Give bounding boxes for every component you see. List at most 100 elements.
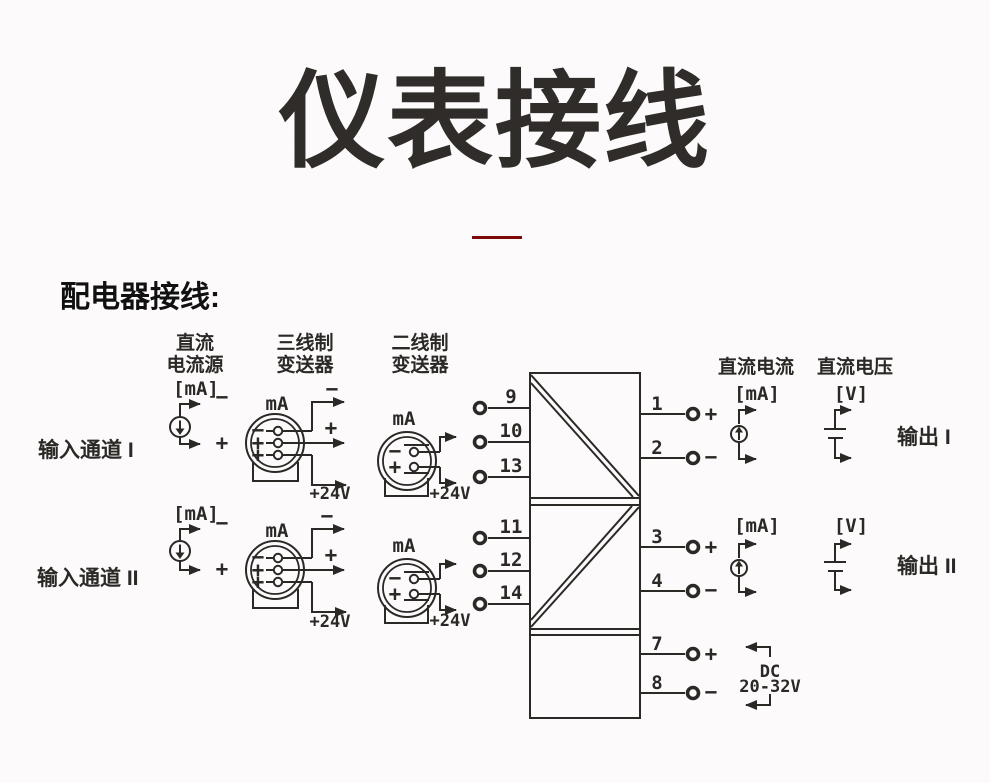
- terminal-screw-icon: [272, 564, 284, 576]
- column-headers: 直流 电流源 [mA] 三线制 变送器 二线制 变送器 直流电流 直流电压 [m…: [166, 331, 893, 405]
- isolation-diagonal: [530, 382, 634, 498]
- ch2-three-wire-transmitter: mA − + + − + +24V: [245, 504, 350, 632]
- section-heading: 配电器接线:: [60, 281, 220, 314]
- transmitter-base: [252, 589, 299, 609]
- terminal-block: [529, 372, 641, 719]
- ch1-2wire-ma-label: mA: [393, 408, 416, 430]
- three-wire-header-line1: 三线制: [276, 331, 333, 354]
- terminal-sign: +: [705, 535, 718, 559]
- terminal-number: 1: [651, 393, 662, 415]
- terminal-number: 2: [651, 437, 662, 459]
- ch2-3wire-ma-label: mA: [266, 520, 289, 542]
- terminal-ring-icon: [685, 685, 701, 701]
- terminal-ring-icon: [472, 596, 488, 612]
- terminal-ring-icon: [685, 450, 701, 466]
- ch2-source-plus: +: [216, 557, 229, 581]
- dc-power-supply: DC 20-32V: [739, 642, 801, 710]
- terminal-10: 10: [472, 420, 530, 450]
- transmitter-inner-circle: [382, 436, 432, 486]
- terminal-number: 10: [500, 420, 523, 442]
- terminal-screw-icon: [272, 552, 284, 564]
- dc-source-header-line1: 直流: [176, 331, 214, 354]
- transmitter-base: [384, 478, 429, 497]
- ch2-output-current-symbol: [730, 539, 757, 597]
- dc-source-header-line2: 电流源: [166, 353, 223, 376]
- isolation-diagonal: [530, 505, 633, 621]
- terminal-number: 8: [651, 672, 662, 694]
- transmitter-base: [384, 605, 429, 624]
- ch1-three-wire-transmitter: mA − + + − + +24V: [245, 377, 350, 504]
- terminal-number: 12: [500, 549, 523, 571]
- dc-voltage-header: 直流电压: [817, 355, 893, 378]
- terminal-ring-icon: [685, 646, 701, 662]
- terminal-screw-icon: [408, 461, 420, 473]
- pin-plus: +: [389, 455, 402, 479]
- pin-minus: −: [252, 418, 265, 442]
- output-channel2-label: 输出 II: [897, 554, 957, 578]
- input-channel1-label: 输入通道 I: [38, 438, 134, 462]
- terminal-ring-icon: [472, 563, 488, 579]
- arrow-down-icon: [175, 552, 185, 559]
- transmitter-outer-circle: [377, 558, 437, 618]
- terminal-number: 9: [505, 386, 516, 408]
- pin-minus: −: [389, 439, 402, 463]
- terminal-screw-icon: [272, 425, 284, 437]
- input-channel2-label: 输入通道 II: [37, 566, 139, 590]
- terminal-sign: −: [705, 445, 718, 469]
- terminal-11: 11: [472, 516, 530, 546]
- ch1-3wire-ma-label: mA: [266, 393, 289, 415]
- transmitter-base: [252, 462, 299, 482]
- pin-minus: −: [389, 566, 402, 590]
- terminal-screw-icon: [408, 446, 420, 458]
- transmitter-inner-circle: [382, 563, 432, 613]
- terminal-screw-icon: [408, 573, 420, 585]
- terminal-screw-icon: [272, 576, 284, 588]
- terminal-1: 1 +: [640, 393, 717, 426]
- arrow-down-icon: [175, 428, 185, 435]
- page-title: 仪表接线: [279, 63, 711, 181]
- ch1-output-voltage-symbol: [824, 405, 852, 463]
- isolation-diagonal: [530, 374, 640, 497]
- three-wire-header-line2: 变送器: [276, 353, 334, 376]
- ch1-output-current-symbol: [730, 405, 757, 464]
- ch2-voltage-unit-label: [V]: [834, 515, 868, 537]
- ch1-two-wire-transmitter: mA − + +24V: [377, 408, 470, 504]
- dc-current-unit-label: [mA]: [734, 383, 780, 405]
- dc-current-header: 直流电流: [718, 355, 794, 378]
- ch1-current-source-symbol: − +: [169, 385, 229, 455]
- dc-source-unit-label: [mA]: [173, 378, 219, 400]
- wire-plus: +: [325, 416, 338, 440]
- terminal-ring-icon: [685, 406, 701, 422]
- terminal-screw-icon: [272, 437, 284, 449]
- terminal-ring-icon: [472, 400, 488, 416]
- terminal-screw-icon: [408, 588, 420, 600]
- ch1-source-minus: −: [216, 385, 229, 409]
- pin-plus: +: [252, 431, 265, 455]
- terminal-number: 14: [500, 582, 523, 604]
- ch1-source-plus: +: [216, 431, 229, 455]
- terminal-sign: +: [705, 402, 718, 426]
- terminal-number: 13: [500, 455, 523, 477]
- ch2-two-wire-transmitter: mA − + +24V: [377, 535, 471, 631]
- dc-voltage-range: 20-32V: [739, 677, 800, 697]
- terminal-ring-icon: [472, 434, 488, 450]
- pin-plus: +: [252, 443, 265, 467]
- terminal-12: 12: [472, 549, 530, 579]
- terminal-number: 11: [500, 516, 523, 538]
- pin-minus: −: [252, 545, 265, 569]
- plus24v-label: +24V: [430, 611, 471, 631]
- pin-plus: +: [252, 558, 265, 582]
- ch2-current-unit-label: [mA]: [734, 515, 780, 537]
- two-wire-header-line2: 变送器: [391, 353, 449, 376]
- transmitter-outer-circle: [377, 431, 437, 491]
- dc-label: DC: [760, 662, 780, 682]
- title-accent-divider: [472, 236, 522, 239]
- output-channel1-label: 输出 I: [897, 425, 951, 449]
- terminal-ring-icon: [472, 530, 488, 546]
- terminal-ring-icon: [472, 469, 488, 485]
- terminal-3: 3 +: [640, 526, 717, 559]
- terminal-9: 9: [472, 386, 530, 416]
- terminal-ring-icon: [685, 539, 701, 555]
- left-terminals: 9 10 13 11 12 14: [472, 386, 530, 612]
- terminal-number: 4: [651, 570, 662, 592]
